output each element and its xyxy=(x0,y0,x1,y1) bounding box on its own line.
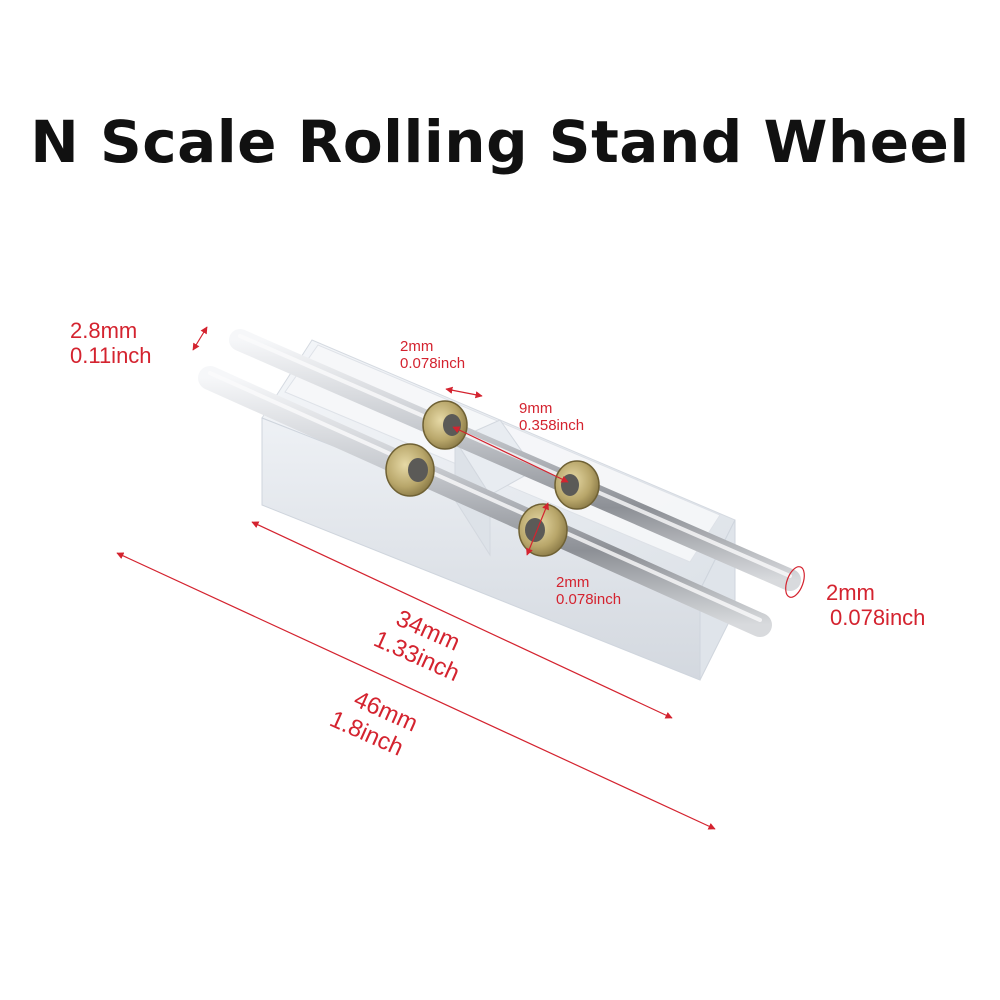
bushing-spacing-arrow xyxy=(452,426,569,483)
bushing-back-left xyxy=(422,400,468,450)
axle-diameter-circle xyxy=(785,566,805,598)
dim-bushing-hole: 2mm 0.078inch xyxy=(556,574,622,609)
bushing-front-left xyxy=(385,443,435,497)
total-length-arrow xyxy=(116,552,716,830)
dim-axle-diameter: 2mm 0.078inch xyxy=(826,580,926,631)
dim-bushing-width: 2mm 0.078inch xyxy=(400,338,466,373)
bushing-width-arrow xyxy=(445,386,483,399)
rod-diameter-arrow xyxy=(192,326,208,351)
dimension-lines xyxy=(116,326,805,830)
bushing-front-right xyxy=(518,503,568,557)
page-title: N Scale Rolling Stand Wheel xyxy=(30,108,970,176)
dim-rod-diameter: 2.8mm 0.11inch xyxy=(70,318,152,369)
bushing-back-right xyxy=(554,460,600,510)
dim-bushing-spacing: 9mm 0.358inch xyxy=(519,400,585,435)
